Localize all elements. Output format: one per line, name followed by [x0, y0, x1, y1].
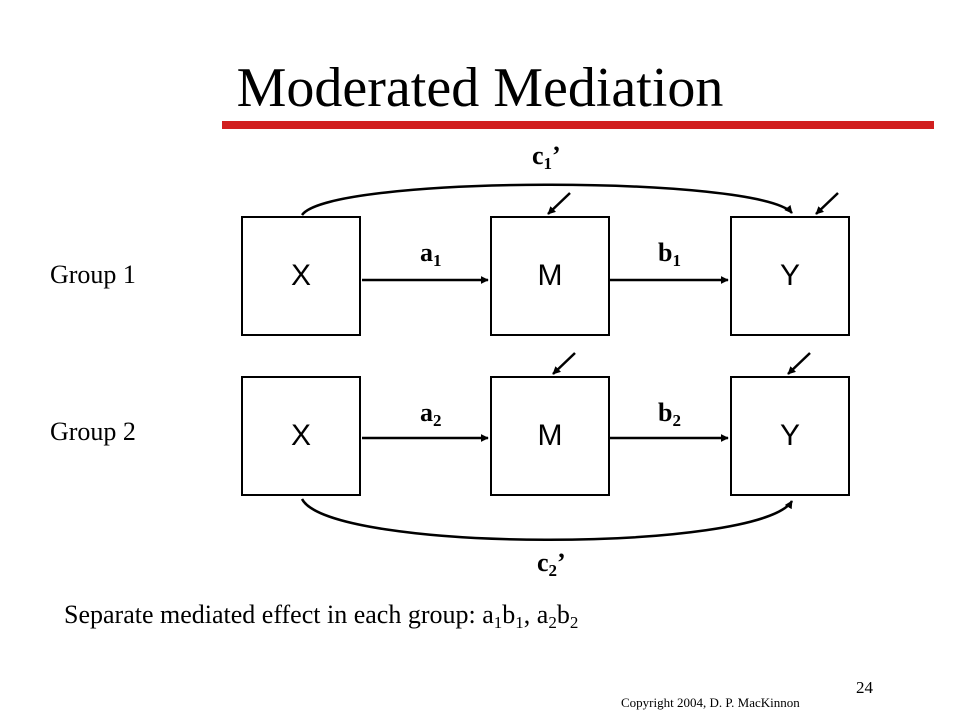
- caption-term-sub: 2: [548, 613, 557, 632]
- path-label-sub: 2: [548, 561, 558, 580]
- title-underline-rule: [222, 121, 934, 129]
- path-label-base: a: [420, 238, 433, 267]
- group-1-label: Group 1: [50, 260, 136, 289]
- caption-term-sub: 1: [493, 613, 503, 632]
- path-c2-curve: [300, 498, 794, 541]
- caption-term-sub: 1: [515, 613, 524, 632]
- path-label-sub: 1: [543, 154, 553, 173]
- path-c1-curve: [300, 183, 793, 216]
- caption-separator: ,: [523, 600, 537, 629]
- node-label: M: [537, 419, 563, 452]
- path-label-sub: 1: [433, 251, 442, 270]
- slide-page-number: 24: [856, 678, 873, 697]
- m1-residual-arrow: [547, 192, 571, 215]
- group2-x-node: X: [241, 376, 361, 496]
- path-label-sub: 1: [672, 251, 681, 270]
- path-label-sub: 2: [672, 411, 681, 430]
- caption-text: Separate mediated effect in each group:: [64, 600, 483, 629]
- slide-title: Moderated Mediation: [236, 57, 724, 119]
- node-label: X: [290, 419, 311, 452]
- path-label-sub: 2: [433, 411, 442, 430]
- caption-term-b: b: [502, 600, 516, 629]
- m2-residual-arrow: [552, 352, 576, 375]
- path-b1-label: b1: [658, 238, 681, 270]
- caption-term-a: a: [536, 600, 549, 629]
- path-label-prime: ’: [552, 141, 561, 170]
- group1-x-node: X: [241, 216, 361, 336]
- group1-y-node: Y: [730, 216, 850, 336]
- group-2-label: Group 2: [50, 417, 136, 446]
- y1-residual-arrow: [815, 192, 839, 215]
- path-label-base: c: [537, 548, 549, 577]
- copyright-notice: Copyright 2004, D. P. MacKinnon: [621, 695, 800, 710]
- path-label-base: b: [658, 238, 673, 267]
- group2-m-node: M: [490, 376, 610, 496]
- y2-residual-arrow: [787, 352, 811, 375]
- path-a2-label: a2: [420, 398, 442, 430]
- path-b2-label: b2: [658, 398, 681, 430]
- path-c1-prime-label: c1’: [532, 141, 561, 173]
- path-label-base: c: [532, 141, 544, 170]
- path-label-prime: ’: [557, 548, 566, 577]
- caption-term-sub: 2: [569, 613, 579, 632]
- node-label: Y: [779, 419, 800, 452]
- path-label-base: a: [420, 398, 433, 427]
- caption-term-a: a: [482, 600, 494, 629]
- node-label: X: [290, 259, 311, 292]
- node-label: Y: [779, 259, 800, 292]
- mediated-effect-caption: Separate mediated effect in each group: …: [64, 599, 578, 631]
- path-c2-prime-label: c2’: [537, 548, 566, 580]
- path-a1-label: a1: [420, 238, 442, 270]
- path-label-base: b: [658, 398, 673, 427]
- group1-m-node: M: [490, 216, 610, 336]
- caption-term-b: b: [556, 600, 570, 629]
- group2-y-node: Y: [730, 376, 850, 496]
- node-label: M: [537, 259, 563, 292]
